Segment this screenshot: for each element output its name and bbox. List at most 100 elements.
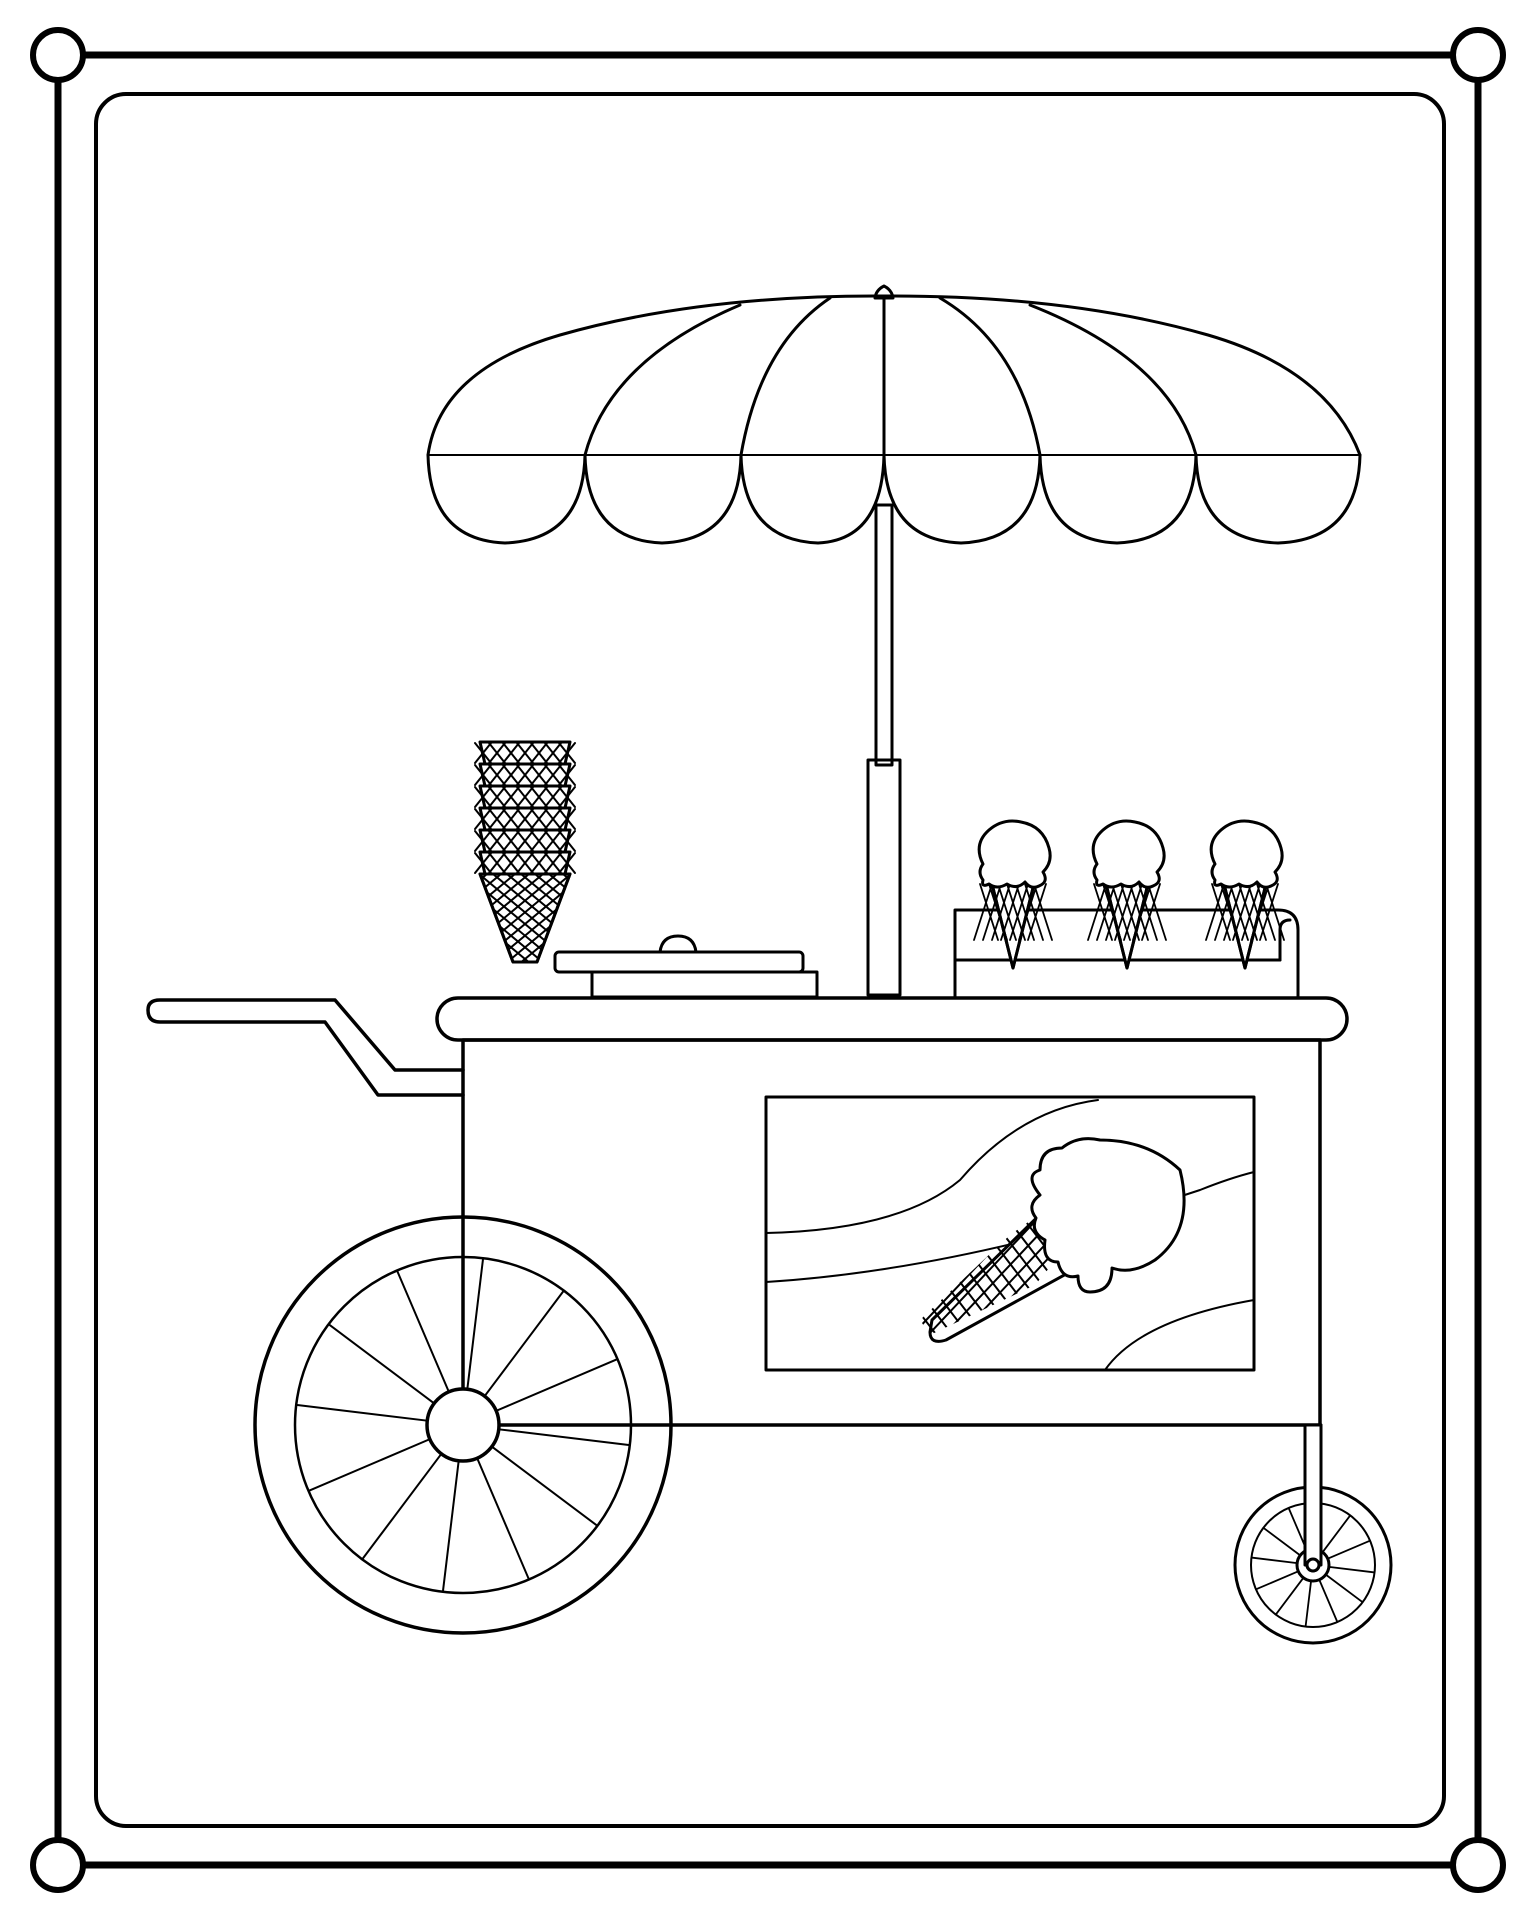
stacked-cone-rim: [474, 850, 576, 876]
big-wheel-spoke: [327, 1323, 436, 1405]
lattice-line: [353, 874, 473, 974]
lattice-line: [1265, 883, 1285, 941]
small-wheel-assembly: [1233, 1423, 1393, 1645]
lattice-line: [562, 874, 570, 962]
lattice-line: [920, 1198, 965, 1335]
lattice-line: [520, 874, 570, 962]
cone-lattice: [353, 874, 697, 974]
lattice-line: [516, 852, 534, 874]
umbrella-pole: [874, 503, 894, 767]
big-wheel: [253, 1215, 673, 1635]
lattice-line: [1087, 883, 1107, 941]
scallop: [583, 453, 743, 545]
big-wheel-spoke: [490, 1445, 599, 1527]
stacked-cone-rim: [474, 762, 576, 788]
lattice-line: [1027, 883, 1047, 941]
sign-ice-cream-scoop: [1030, 1137, 1186, 1294]
umbrella-pole-sleeve: [866, 758, 902, 997]
lattice-line: [488, 764, 506, 786]
lattice-line: [474, 830, 492, 852]
lattice-line: [480, 874, 488, 962]
lattice-line: [502, 786, 520, 808]
stacked-cone-rim: [474, 806, 576, 832]
big-wheel-spoke: [483, 1289, 565, 1398]
umbrella-scallops: [426, 453, 1362, 545]
small-wheel-spoke: [1324, 1573, 1364, 1604]
lattice-line: [530, 742, 548, 764]
cart-cabinet: [461, 1038, 1322, 1427]
lattice-line: [1141, 883, 1161, 941]
display-case: [953, 908, 1300, 999]
stacked-cone-rim: [474, 740, 576, 766]
lattice-line: [480, 874, 516, 962]
cart-handle: [146, 998, 465, 1097]
lattice-line: [530, 786, 548, 808]
lattice-line: [544, 786, 562, 808]
small-wheel-axle-cap: [1305, 1557, 1321, 1573]
big-wheel-spoke: [361, 1452, 443, 1561]
small-wheel-spoke: [1321, 1514, 1352, 1554]
inner-frame-border: [94, 92, 1446, 1828]
big-wheel-spoke: [441, 1459, 460, 1593]
seam: [1028, 303, 1198, 457]
cart-sign-panel: [764, 1095, 1256, 1372]
lattice-line: [1105, 883, 1125, 941]
outer-frame-border: [54, 51, 1482, 1869]
scallop: [882, 453, 1042, 545]
small-wheel-spoke: [1327, 1566, 1376, 1574]
lattice-line: [558, 830, 576, 852]
lattice-line: [480, 874, 488, 962]
page-frame: [30, 27, 1506, 1893]
lattice-line: [973, 883, 993, 941]
stacked-cone-rim: [474, 828, 576, 854]
display-scoop: [977, 819, 1052, 889]
lattice-line: [544, 808, 562, 830]
lattice-line: [488, 786, 506, 808]
cone-rim-lattice: [474, 742, 576, 764]
big-wheel-tire-inner: [293, 1255, 633, 1595]
lattice-line: [754, 1180, 914, 1350]
lattice-line: [562, 874, 570, 962]
lattice-line: [558, 786, 576, 808]
sign-wave: [765, 1099, 1099, 1234]
lattice-line: [1024, 883, 1044, 941]
lattice-line: [480, 874, 502, 962]
umbrella: [426, 284, 1362, 997]
cone-rim-lattice: [474, 830, 576, 852]
sign-ice-cream-icon: [738, 1137, 1186, 1350]
umbrella-canopy: [426, 294, 1362, 457]
lattice-line: [488, 830, 506, 852]
lattice-line: [577, 874, 697, 974]
displayed-ice-cream: [1205, 819, 1285, 970]
corner-circle-icon: [30, 27, 86, 83]
small-wheel-spoke: [1262, 1526, 1302, 1557]
seam: [938, 296, 1042, 457]
lattice-line: [738, 1180, 898, 1350]
lattice-line: [1096, 883, 1116, 941]
frame-corner-circles: [30, 27, 1506, 1893]
displayed-ice-cream: [1087, 819, 1167, 970]
lattice-line: [1009, 883, 1029, 941]
lattice-line: [480, 874, 502, 962]
displayed-ice-cream: [973, 819, 1053, 970]
lattice-line: [558, 852, 576, 874]
lattice-line: [502, 764, 520, 786]
lattice-line: [558, 742, 576, 764]
small-wheel-strut-front: [1303, 1423, 1323, 1567]
lattice-line: [920, 1198, 947, 1335]
lattice-line: [544, 742, 562, 764]
big-wheel-tire-outer: [253, 1215, 673, 1635]
scallop: [1194, 453, 1362, 545]
lattice-line: [920, 1198, 949, 1335]
container-knob: [658, 934, 698, 954]
small-wheel-spoke: [1304, 1579, 1312, 1628]
lattice-line: [516, 830, 534, 852]
cart-counter-top: [435, 996, 1349, 1042]
corner-circle-icon: [1450, 27, 1506, 83]
small-wheel-spoke: [1318, 1578, 1339, 1623]
big-wheel-spoke: [466, 1257, 485, 1391]
lattice-line: [1223, 883, 1243, 941]
lattice-line: [1205, 883, 1225, 941]
